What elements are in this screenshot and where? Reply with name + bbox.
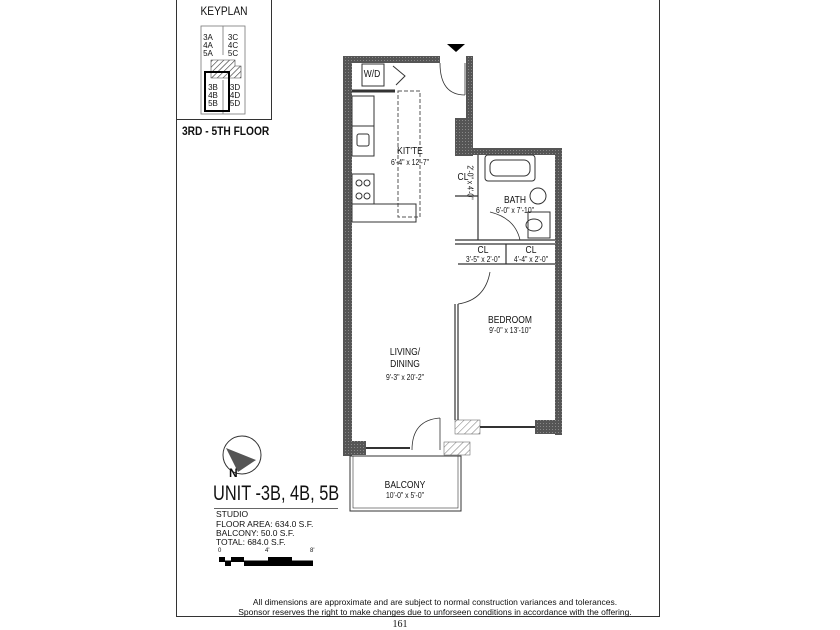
exterior-walls bbox=[343, 56, 562, 456]
keyplan-unit: 5A bbox=[203, 49, 213, 58]
closet-label: CL bbox=[457, 172, 469, 183]
page-frame bbox=[176, 0, 660, 617]
unit-title: UNIT -3B, 4B, 5B bbox=[213, 482, 340, 505]
bedroom-dim: 9'-0" x 13'-10" bbox=[489, 326, 531, 335]
closet-dim: 2'-0" x 4'-0" bbox=[465, 165, 475, 200]
keyplan-unit: 3A bbox=[203, 33, 213, 42]
bath-label: BATH bbox=[503, 195, 527, 206]
closet-label: CL bbox=[477, 245, 489, 256]
scale-bar bbox=[219, 557, 313, 566]
balcony-area: BALCONY: 50.0 S.F. bbox=[216, 528, 295, 538]
compass-icon bbox=[222, 435, 262, 475]
closet-dim: 3'-5" x 2'-0" bbox=[465, 255, 501, 264]
page-number: 161 bbox=[392, 619, 408, 630]
living-label-2: DINING bbox=[390, 359, 420, 370]
keyplan-unit: 4A bbox=[203, 41, 213, 50]
living-dim: 9'-3" x 20'-2" bbox=[385, 373, 425, 382]
wd-label: W/D bbox=[363, 69, 381, 80]
disclaimer: All dimensions are approximate and are s… bbox=[215, 597, 655, 617]
unit-type: STUDIO bbox=[216, 509, 249, 519]
keyplan-unit: 3D bbox=[229, 83, 241, 92]
floor-area: FLOOR AREA: 634.0 S.F. bbox=[216, 519, 314, 529]
keyplan-unit: 4D bbox=[229, 91, 241, 100]
keyplan-title: KEYPLAN bbox=[200, 4, 248, 18]
keyplan-floor-label: 3RD - 5TH FLOOR bbox=[182, 124, 270, 138]
disclaimer-line: All dimensions are approximate and are s… bbox=[252, 597, 618, 607]
total-area: TOTAL: 684.0 S.F. bbox=[216, 537, 286, 547]
keyplan-unit: 3B bbox=[208, 83, 218, 92]
keyplan-box bbox=[176, 0, 272, 120]
divider bbox=[214, 508, 338, 509]
bath-dim: 6'-0" x 7'-10" bbox=[495, 206, 535, 215]
keyplan-unit: 4B bbox=[208, 91, 218, 100]
scale-label: 4' bbox=[265, 548, 270, 554]
balcony-label: BALCONY bbox=[384, 480, 426, 491]
bedroom-label: BEDROOM bbox=[488, 315, 532, 326]
scale-label: 8' bbox=[310, 548, 315, 554]
balcony-dim: 10'-0" x 5'-0" bbox=[385, 491, 425, 500]
keyplan-unit: 5D bbox=[229, 99, 241, 108]
living-label: LIVING/ bbox=[389, 347, 421, 358]
closet-dim: 4'-4" x 2'-0" bbox=[513, 255, 549, 264]
keyplan-unit: 4C bbox=[227, 41, 239, 50]
keyplan-unit: 3C bbox=[227, 33, 239, 42]
scale-label: 0 bbox=[218, 548, 222, 554]
kitchen-label: KIT'TE bbox=[397, 146, 423, 157]
keyplan-unit: 5B bbox=[208, 99, 218, 108]
keyplan-unit: 5C bbox=[227, 49, 239, 58]
kitchen-dim: 6'-4" x 12'-7" bbox=[390, 158, 430, 167]
closet-label: CL bbox=[525, 245, 537, 256]
keyplan-diagram bbox=[200, 25, 246, 115]
entry-arrow-icon bbox=[447, 44, 465, 52]
disclaimer-line: Sponsor reserves the right to make chang… bbox=[238, 607, 632, 617]
north-label: N bbox=[229, 466, 238, 480]
